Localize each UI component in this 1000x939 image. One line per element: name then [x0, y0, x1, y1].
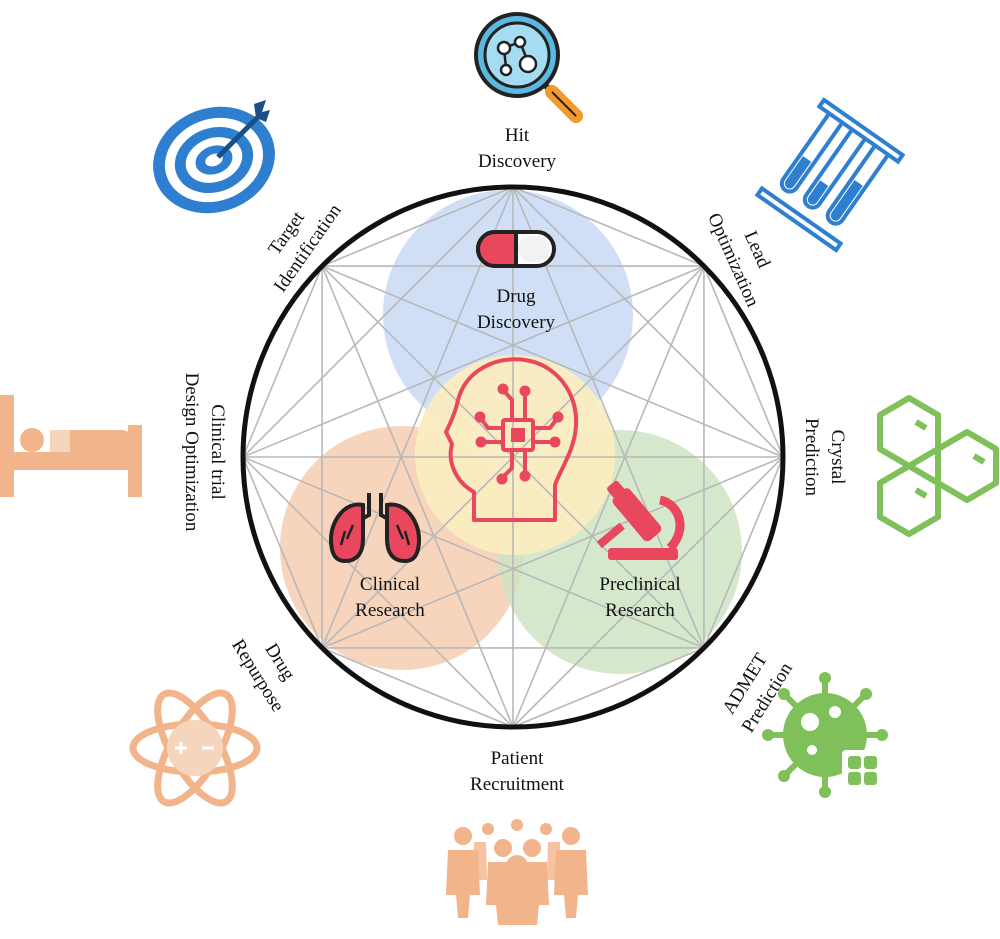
clinical-trial-line2: Design Optimization — [181, 373, 202, 532]
preclinical-research-line2: Research — [605, 600, 675, 621]
web-line — [512, 647, 705, 728]
stage-patient-recruitment: Patient Recruitment — [470, 748, 565, 795]
web-line — [512, 265, 705, 728]
people-group-icon — [446, 819, 588, 925]
virus-icon — [762, 672, 888, 798]
web-line — [321, 265, 514, 728]
clinical-research-line1: Clinical — [360, 574, 420, 595]
lungs-icon — [328, 493, 422, 564]
test-tubes-icon — [754, 97, 906, 253]
preclinical-research-line1: Preclinical — [599, 574, 680, 595]
hit-discovery-line2: Discovery — [478, 151, 557, 172]
crystal-prediction-line1: Crystal — [827, 430, 848, 485]
web-line — [321, 456, 784, 649]
web-line — [321, 265, 784, 458]
web-line — [242, 265, 705, 458]
patient-recruitment-line1: Patient — [491, 748, 544, 769]
preclinical-research-label: Preclinical Research — [599, 574, 680, 621]
hit-discovery-line1: Hit — [505, 125, 530, 146]
hexagons-icon — [877, 395, 999, 537]
web-line — [321, 186, 514, 649]
atom-icon — [129, 689, 261, 807]
web-line — [512, 186, 705, 267]
drug-discovery-line2: Discovery — [477, 312, 556, 333]
web-line — [242, 456, 514, 728]
outer-ring — [240, 184, 786, 730]
clinical-trial-line1: Clinical trial — [207, 404, 228, 500]
web-line — [321, 186, 514, 267]
web-line — [703, 265, 784, 458]
drug-discovery-line1: Drug — [496, 286, 536, 307]
magnifier-molecule-icon — [474, 12, 583, 123]
stage-target-identification: Target Identification — [264, 200, 346, 296]
clinical-research-line2: Research — [355, 600, 425, 621]
capsule-icon — [476, 230, 556, 268]
stage-hit-discovery: Hit Discovery — [478, 125, 557, 172]
stage-crystal-prediction: Crystal Prediction — [801, 418, 848, 497]
web-line — [321, 647, 514, 728]
target-icon — [153, 100, 275, 214]
bed-icon — [0, 395, 142, 497]
clinical-research-label: Clinical Research — [355, 574, 425, 621]
web-line — [242, 456, 323, 649]
web-line — [242, 456, 705, 649]
patient-recruitment-line2: Recruitment — [470, 774, 565, 795]
stage-drug-repurpose: Drug Repurpose — [227, 636, 299, 716]
drug-discovery-label: Drug Discovery — [477, 286, 556, 333]
stage-clinical-trial-design: Clinical trial Design Optimization — [181, 373, 228, 532]
ai-brain-head-icon — [444, 357, 579, 522]
web-line — [242, 265, 323, 458]
microscope-icon — [596, 480, 685, 560]
web-line — [703, 456, 784, 649]
crystal-prediction-line2: Prediction — [801, 418, 822, 497]
